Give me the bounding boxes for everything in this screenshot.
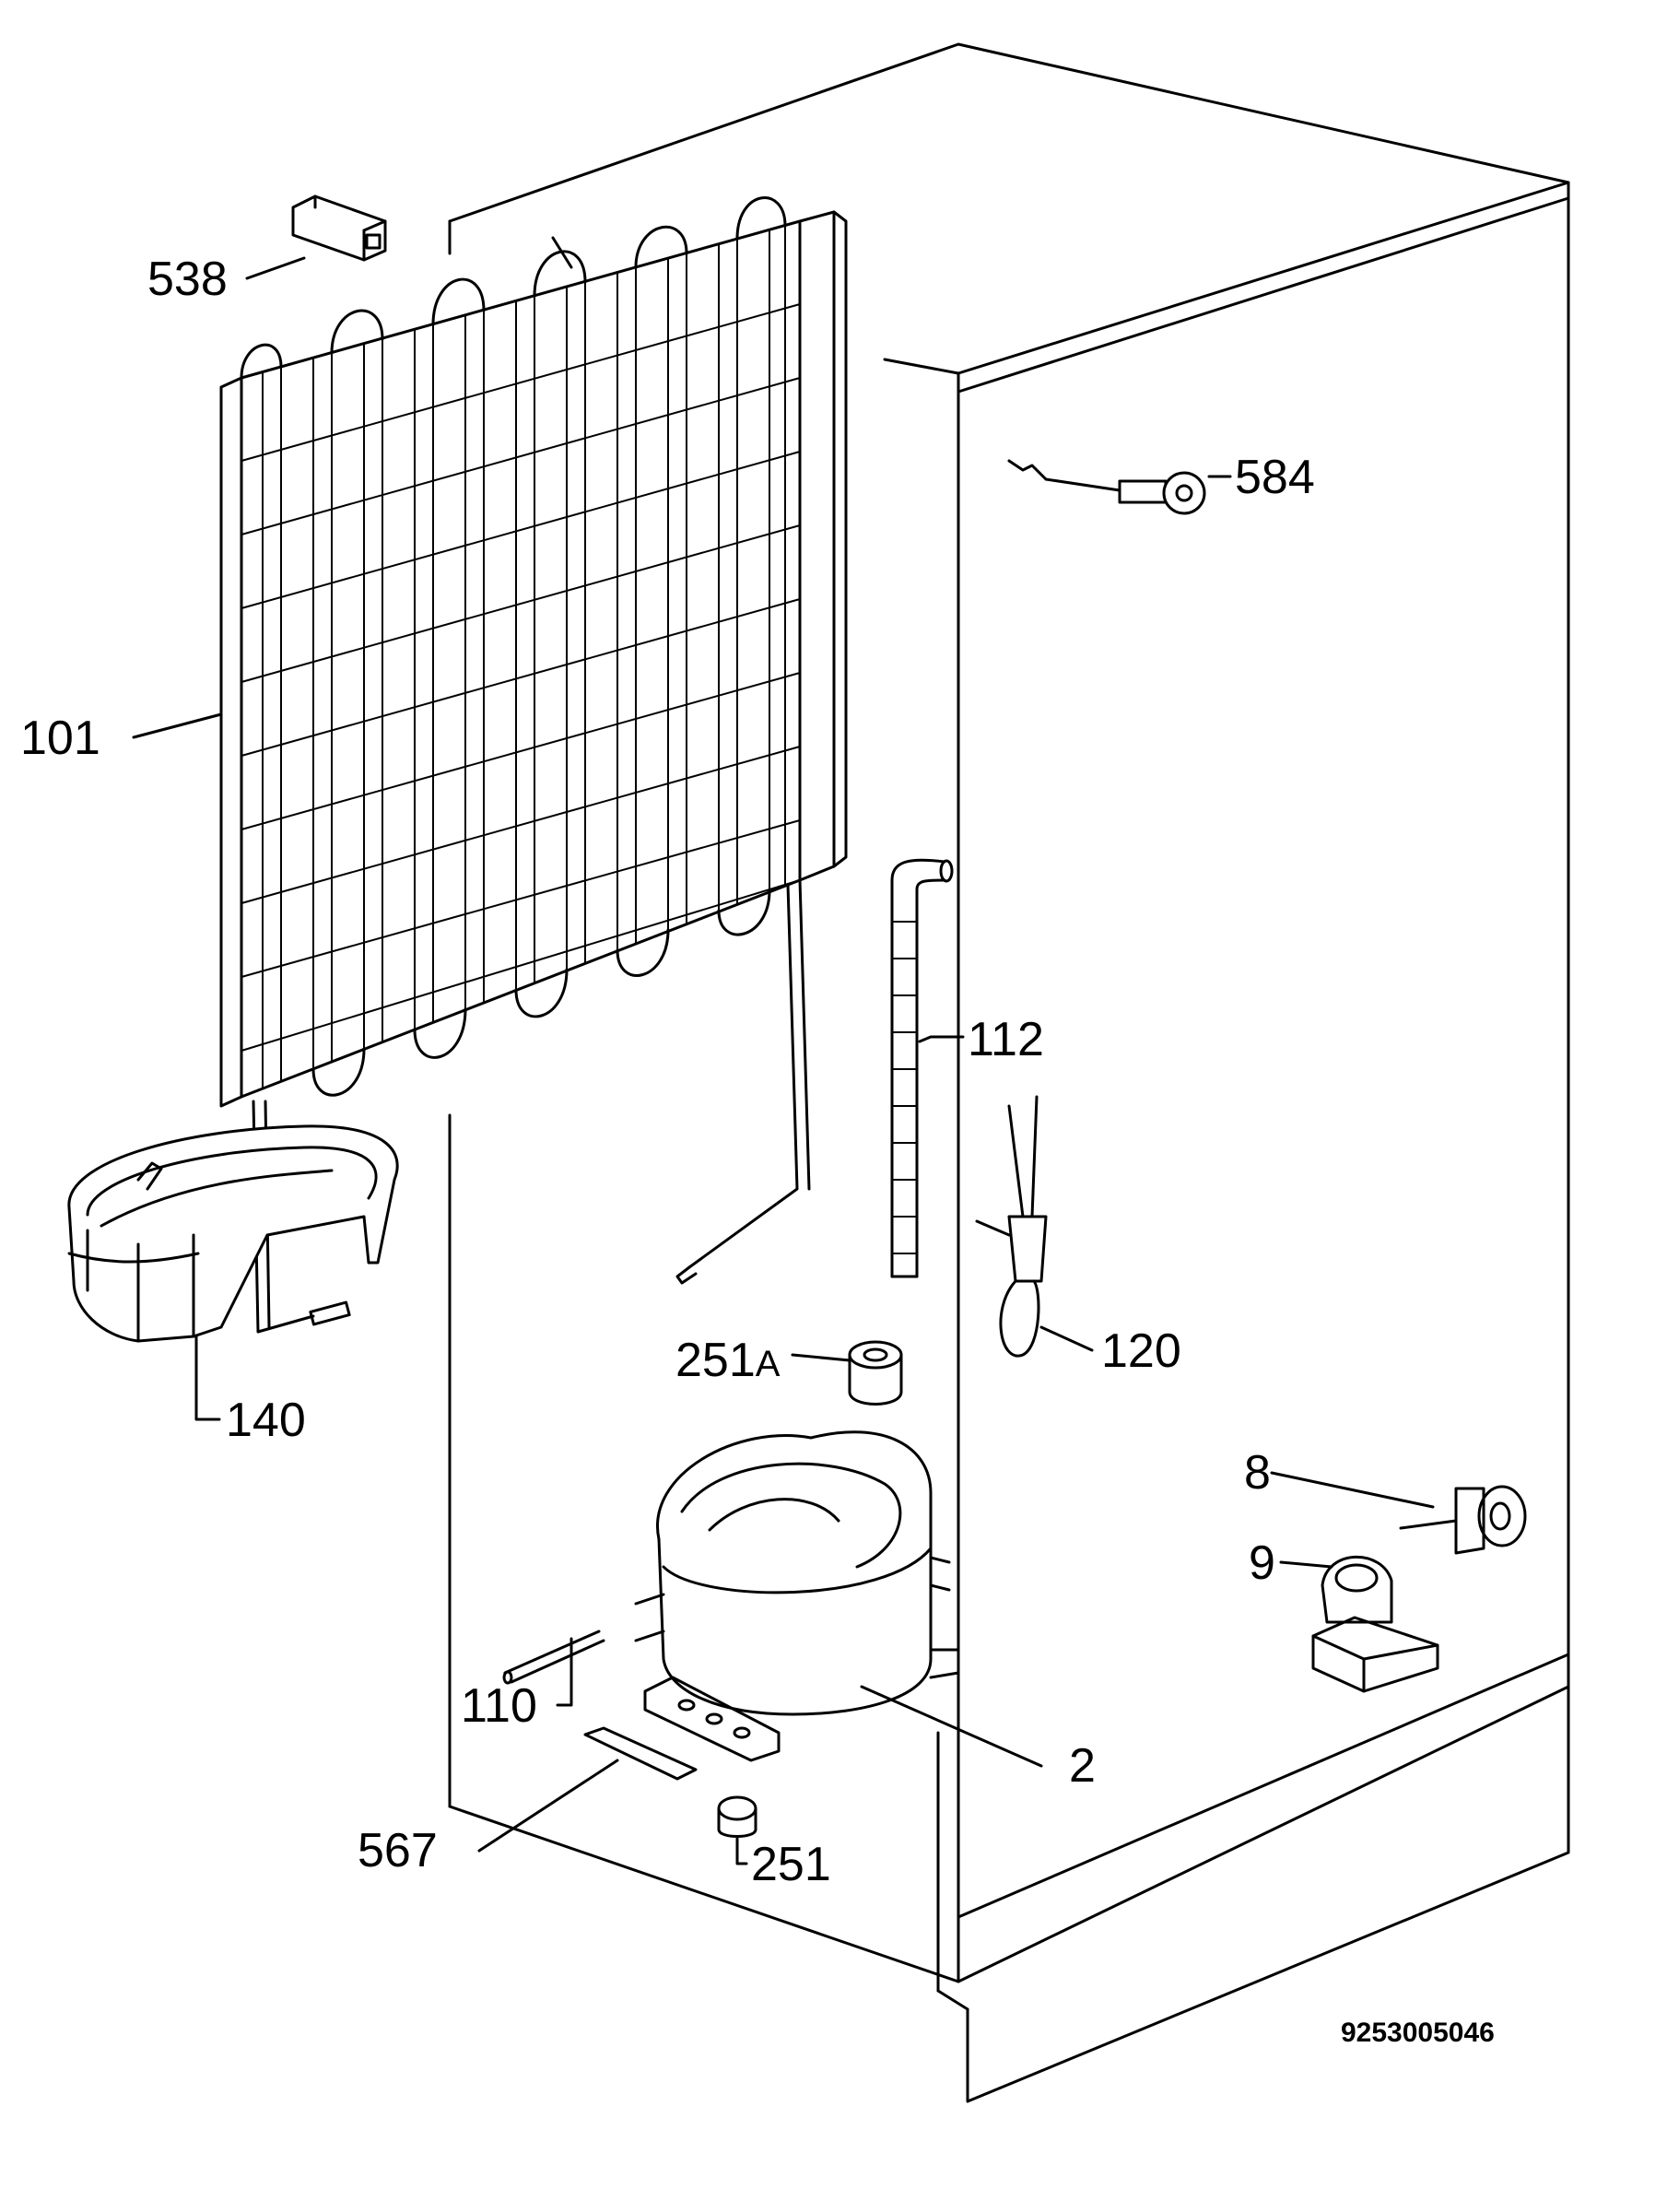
callout-251a-suffix: A [756, 1344, 781, 1384]
drain-hose-112 [890, 858, 954, 1278]
light-8 [1399, 1485, 1527, 1555]
condenser-101 [219, 196, 848, 1334]
grommet-251 [717, 1795, 757, 1838]
callout-101: 101 [20, 712, 100, 765]
drip-tray-140 [67, 1124, 399, 1343]
cabinet-outline [448, 42, 1570, 2103]
callout-110: 110 [461, 1679, 537, 1733]
holder-9 [1311, 1555, 1439, 1693]
callout-140: 140 [226, 1394, 306, 1447]
plate-567 [583, 1726, 698, 1781]
connector-538 [291, 194, 387, 262]
grommet-251a [848, 1340, 903, 1406]
document-number: 9253005046 [1341, 2018, 1495, 2048]
wire-assembly-120 [975, 1095, 1048, 1358]
compressor-2 [634, 1430, 960, 1762]
sensor-584 [1007, 459, 1206, 515]
callout-567: 567 [358, 1824, 438, 1877]
callout-251: 251 [751, 1838, 831, 1891]
callout-251a-number: 251 [675, 1334, 756, 1387]
leader-lines [132, 256, 1435, 1865]
callout-120: 120 [1101, 1324, 1181, 1378]
callout-584: 584 [1235, 451, 1315, 504]
callout-2: 2 [1069, 1739, 1096, 1793]
callout-112: 112 [968, 1013, 1044, 1066]
callout-251a: 251A [675, 1334, 781, 1387]
callout-538: 538 [147, 253, 228, 306]
callouts: 538 584 101 112 120 251A 140 8 9 110 2 5… [20, 253, 1495, 2048]
callout-8: 8 [1244, 1446, 1271, 1500]
callout-9: 9 [1249, 1536, 1275, 1590]
pipe-110 [502, 1630, 605, 1685]
